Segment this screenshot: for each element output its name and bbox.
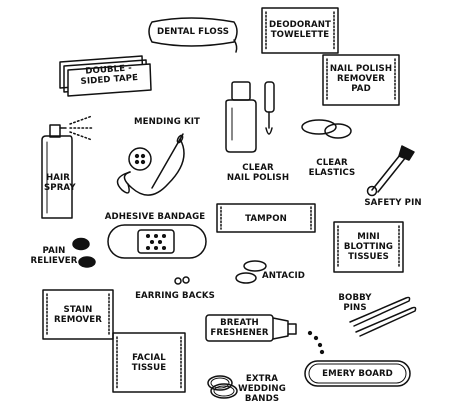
- nail-polish-remover-pad-label: NAIL POLISH REMOVER PAD: [329, 64, 393, 94]
- mini-blotting-tissues-label: MINI BLOTTING TISSUES: [343, 232, 394, 262]
- facial-tissue-icon: [112, 332, 186, 393]
- stain-remover-label: STAIN REMOVER: [54, 305, 102, 325]
- mending-kit-label: MENDING KIT: [133, 117, 200, 127]
- dental-floss-icon: [148, 17, 238, 53]
- clear-nail-polish-label: CLEAR NAIL POLISH: [226, 163, 290, 183]
- antacid-label: ANTACID: [262, 271, 306, 281]
- safety-pin-label: SAFETY PIN: [364, 198, 422, 208]
- earring-backs-icon: [174, 276, 190, 285]
- bobby-pins-label: BOBBY PINS: [338, 293, 372, 313]
- pain-reliever-icon: [72, 237, 96, 268]
- nail-polish-remover-pad-icon: [322, 54, 400, 106]
- stain-remover-icon: [42, 289, 114, 340]
- emery-board-label: EMERY BOARD: [322, 369, 393, 379]
- facial-tissue-label: Facial Tissue: [131, 353, 167, 373]
- blotting-tissues-icon: [333, 221, 404, 273]
- wedding-bands-icon: [207, 375, 238, 399]
- hair-spray-label: HAIR SPRAY: [44, 173, 76, 193]
- clear-nail-polish-icon: [225, 81, 275, 153]
- earring-backs-label: EARRING BACKS: [135, 291, 215, 301]
- emery-board-icon: [304, 360, 411, 387]
- hair-spray-icon: [41, 115, 95, 219]
- adhesive-bandage-label: ADHESIVE BANDAGE: [104, 212, 206, 222]
- clear-elastics-label: CLEAR ELASTICS: [308, 158, 356, 178]
- tampon-label: TAMPON: [245, 214, 287, 224]
- deodorant-towelette-icon: [261, 7, 339, 54]
- bobby-pins-icon: [349, 296, 417, 337]
- double-sided-tape-icon: [59, 55, 152, 97]
- pain-reliever-label: PAIN RELIEVER: [30, 246, 78, 266]
- deodorant-towelette-label: DEODORANT TOWELETTE: [269, 20, 331, 40]
- antacid-icon: [235, 260, 267, 284]
- dental-floss-label: DENTAL FLOSS: [156, 27, 230, 37]
- mending-kit-icon: [116, 133, 185, 196]
- breath-freshener-icon: [205, 314, 325, 355]
- clear-elastics-icon: [301, 119, 352, 139]
- safety-pin-icon: [366, 145, 415, 197]
- extra-wedding-bands-label: EXTRA WEDDING BANDS: [238, 374, 286, 404]
- breath-freshener-label: BREATH FRESHENER: [210, 318, 269, 338]
- tampon-icon: [216, 203, 316, 233]
- adhesive-bandage-icon: [107, 224, 207, 259]
